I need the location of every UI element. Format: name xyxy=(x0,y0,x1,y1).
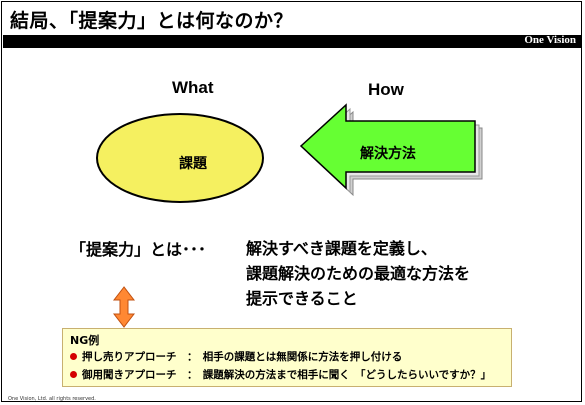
solution-arrow xyxy=(299,103,476,190)
problem-ellipse xyxy=(96,113,264,203)
bullet-icon xyxy=(70,353,77,360)
definition-text: 解決すべき課題を定義し、 課題解決のための最適な方法を 提示できること xyxy=(246,236,470,311)
arrow-label: 解決方法 xyxy=(360,146,416,162)
slide-title: 結局、「提案力」とは何なのか？ xyxy=(10,10,294,32)
definition-line: 解決すべき課題を定義し、 xyxy=(246,239,437,258)
definition-line: 課題解決のための最適な方法を xyxy=(246,264,471,283)
what-label: What xyxy=(172,78,214,97)
definition-term: 「提案力」とは･･･ xyxy=(70,240,207,259)
double-arrow-icon xyxy=(112,286,136,328)
copyright: One Vision, Ltd. all rights reserved. xyxy=(8,396,96,402)
ng-item: 押し売りアプローチ ： 相手の課題とは無関係に方法を押し付ける xyxy=(70,349,402,364)
ng-item-text: 御用聞きアプローチ ： 課題解決の方法まで相手に聞く 「どうしたらいいですか？」 xyxy=(82,369,492,381)
bullet-icon xyxy=(70,371,77,378)
brand-label: One Vision xyxy=(524,34,576,46)
ng-item-text: 押し売りアプローチ ： 相手の課題とは無関係に方法を押し付ける xyxy=(82,351,403,363)
ellipse-label: 課題 xyxy=(179,156,207,172)
ng-title: NG例 xyxy=(70,334,100,347)
ng-examples-box: NG例 押し売りアプローチ ： 相手の課題とは無関係に方法を押し付ける 御用聞き… xyxy=(62,328,512,387)
how-label: How xyxy=(368,80,404,99)
definition-line: 提示できること xyxy=(246,289,358,308)
ng-item: 御用聞きアプローチ ： 課題解決の方法まで相手に聞く 「どうしたらいいですか？」 xyxy=(70,367,491,382)
title-bar: One Vision xyxy=(3,34,582,48)
